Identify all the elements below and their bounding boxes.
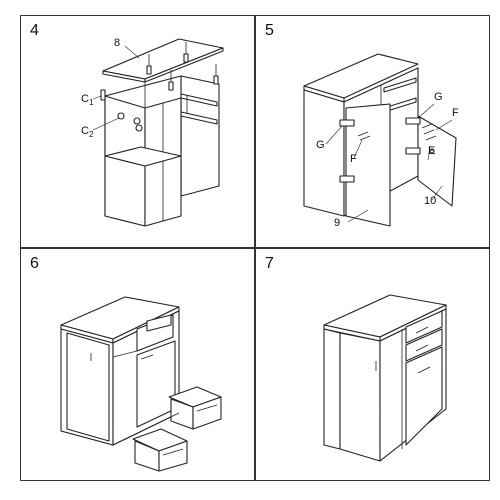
step-number: 6 (30, 255, 39, 272)
step-7-panel: 7 (255, 248, 490, 481)
step-number: 7 (265, 255, 274, 272)
door-icon (418, 116, 456, 206)
part-label-e: E (428, 145, 436, 157)
cabinet-frame-icon (256, 16, 489, 247)
step-number: 5 (265, 22, 274, 39)
screw-icon (101, 42, 218, 131)
door-icon (406, 347, 442, 445)
part-label-f-left: F (350, 153, 357, 165)
hinge-icon (340, 118, 420, 182)
drawer-icon (133, 429, 187, 471)
step-6-panel: 6 (20, 248, 255, 481)
part-label-c2: C2 (81, 125, 94, 140)
part-label-hinge-right: G (434, 91, 443, 103)
drawer-runner-icon (181, 94, 217, 124)
part-label-hinge-left: G (316, 139, 325, 151)
part-label-top-panel: 8 (114, 37, 121, 49)
part-label-door-left: 9 (334, 217, 341, 229)
drawer-icon (406, 311, 442, 361)
screw-icon (358, 124, 436, 153)
cabinet-frame-icon (21, 249, 254, 480)
step-5-panel: 5 (255, 15, 490, 248)
drawer-icon (169, 387, 221, 429)
step-number: 4 (30, 22, 39, 39)
cabinet-frame-icon (256, 249, 489, 480)
part-label-door-right: 10 (424, 195, 437, 207)
step-4-panel: 4 (20, 15, 255, 248)
part-label-f-right: F (452, 107, 459, 119)
cabinet-frame-icon (21, 16, 254, 247)
part-label-c1: C1 (81, 93, 94, 108)
